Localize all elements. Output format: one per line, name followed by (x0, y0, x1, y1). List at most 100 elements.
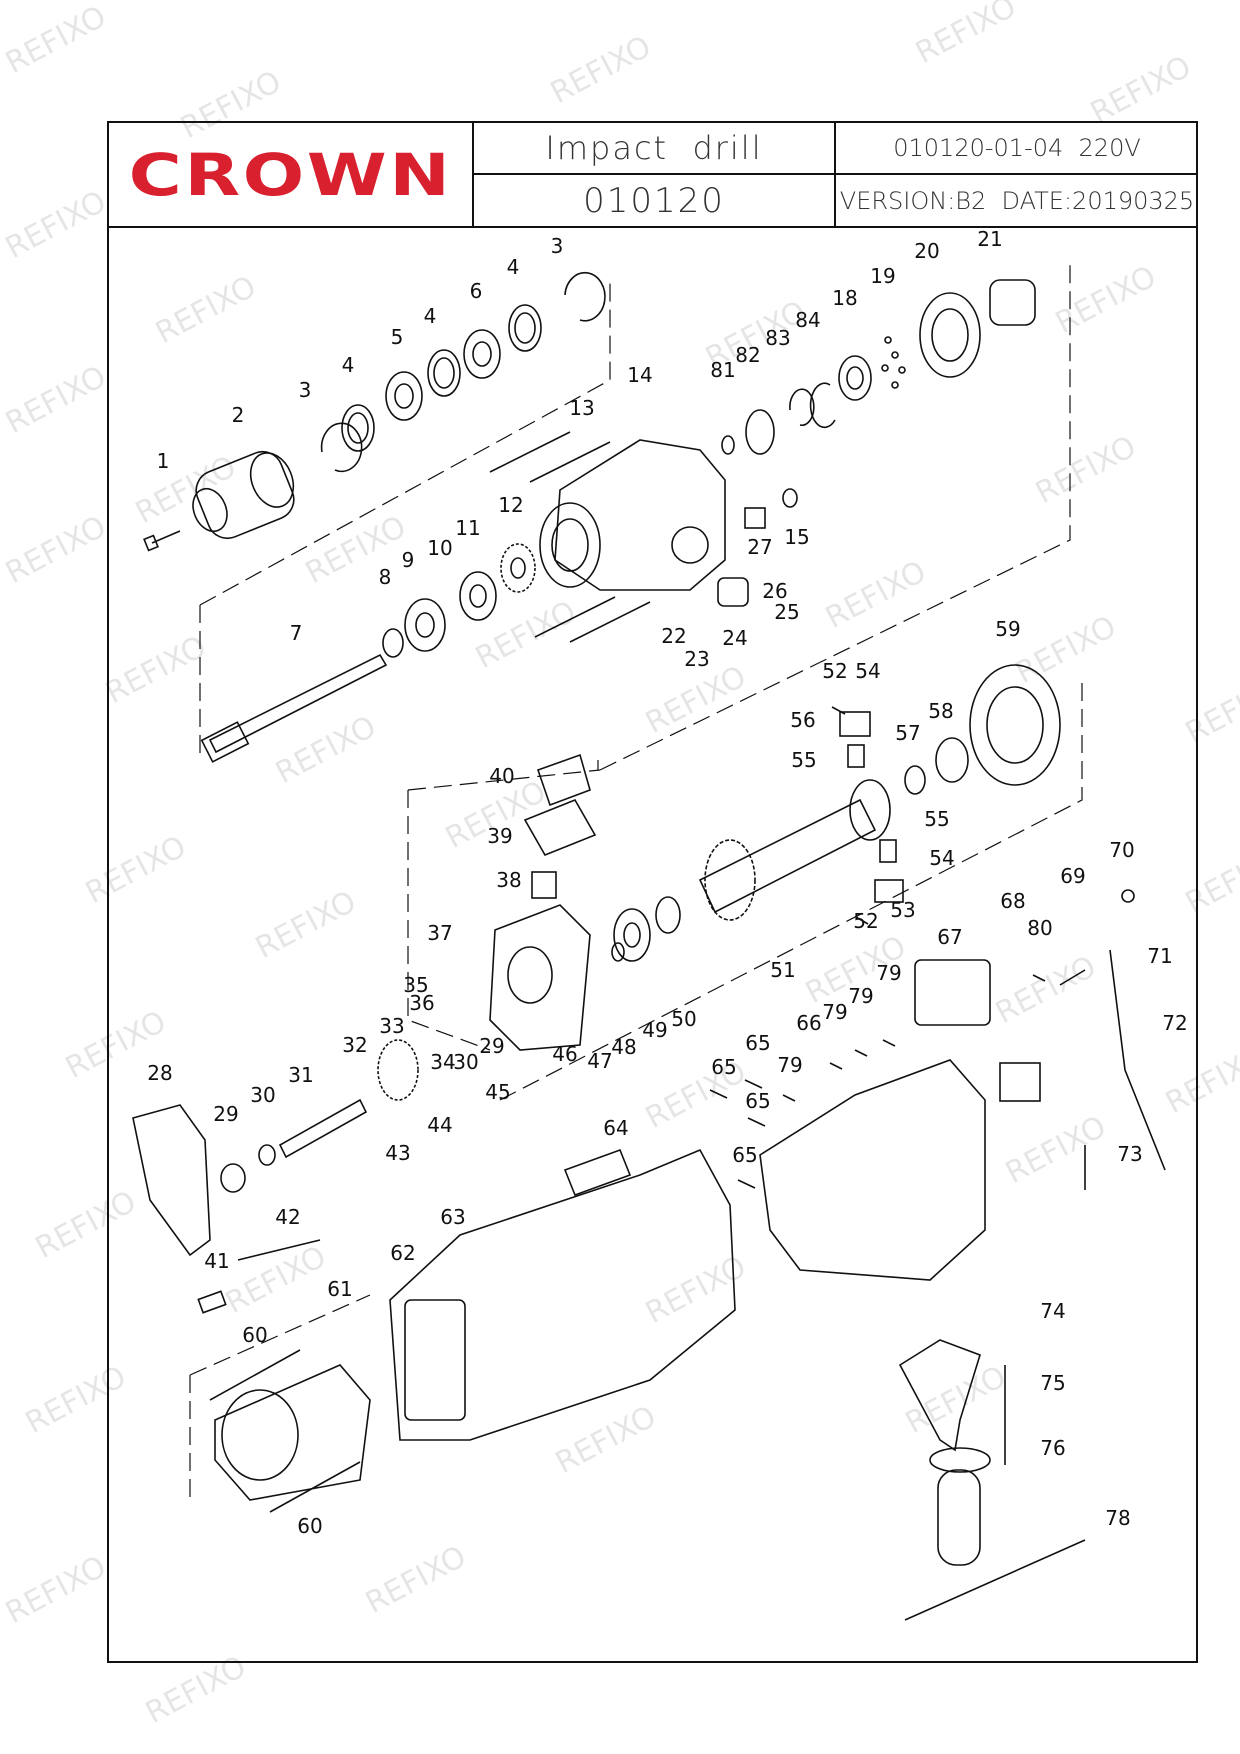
part-48-washer (611, 942, 625, 962)
callout-62: 62 (390, 1241, 415, 1265)
callout-79: 79 (822, 1000, 847, 1024)
callout-74: 74 (1040, 1299, 1065, 1323)
callout-57: 57 (895, 721, 920, 745)
callout-4: 4 (424, 304, 437, 328)
part-20-gear (919, 292, 981, 378)
callout-35: 35 (403, 973, 428, 997)
callout-19: 19 (870, 264, 895, 288)
callout-68: 68 (1000, 889, 1025, 913)
part-57-ring (904, 765, 926, 795)
callout-2: 2 (232, 403, 245, 427)
callout-78: 78 (1105, 1506, 1130, 1530)
callout-58: 58 (928, 699, 953, 723)
callout-6: 6 (470, 279, 483, 303)
callout-29: 29 (479, 1034, 504, 1058)
callout-37: 37 (427, 921, 452, 945)
callout-64: 64 (603, 1116, 628, 1140)
part-49-bearing (613, 908, 651, 962)
part-69-clamp (1059, 969, 1086, 986)
part-33-gear (377, 1039, 419, 1101)
callout-9: 9 (402, 548, 415, 572)
part-29-bushing (220, 1163, 246, 1193)
callout-31: 31 (288, 1063, 313, 1087)
part-38-holder (531, 871, 557, 899)
part-28-gasket (132, 1104, 211, 1257)
part-78-depth-gauge (904, 1539, 1086, 1621)
callout-24: 24 (722, 626, 747, 650)
part-3-circlip (320, 422, 363, 473)
callout-51: 51 (770, 958, 795, 982)
callout-61: 61 (327, 1277, 352, 1301)
callout-7: 7 (290, 621, 303, 645)
callout-12: 12 (498, 493, 523, 517)
part-4-washer-3 (508, 304, 542, 352)
callout-56: 56 (790, 708, 815, 732)
callout-14: 14 (627, 363, 652, 387)
callout-54: 54 (929, 846, 954, 870)
part-46-intermediate-plate (489, 904, 591, 1051)
part-30-washer (258, 1144, 276, 1166)
callout-67: 67 (937, 925, 962, 949)
callout-79: 79 (876, 961, 901, 985)
callout-28: 28 (147, 1061, 172, 1085)
callout-65: 65 (732, 1143, 757, 1167)
callout-55: 55 (791, 748, 816, 772)
callout-82: 82 (735, 343, 760, 367)
callout-83: 83 (765, 326, 790, 350)
part-3-circlip-2 (564, 271, 606, 322)
part-1-screw (143, 530, 181, 552)
callout-66: 66 (796, 1011, 821, 1035)
callout-60: 60 (242, 1323, 267, 1347)
callout-79: 79 (848, 984, 873, 1008)
callout-71: 71 (1147, 944, 1172, 968)
callout-33: 33 (379, 1014, 404, 1038)
callout-45: 45 (485, 1080, 510, 1104)
callout-41: 41 (204, 1249, 229, 1273)
callout-54: 54 (855, 659, 880, 683)
part-84-spring (809, 382, 836, 429)
doc-code: 010120-01-04 220V (893, 134, 1141, 162)
callout-4: 4 (342, 353, 355, 377)
part-6-bearing (463, 329, 501, 379)
callout-3: 3 (299, 378, 312, 402)
part-14-gear-housing (539, 439, 726, 591)
part-71-cable (1109, 949, 1166, 1171)
callout-26: 26 (762, 579, 787, 603)
part-5-bearing (385, 371, 423, 421)
part-53-brush-holder (874, 879, 904, 903)
callout-27: 27 (747, 535, 772, 559)
part-83-circlip (789, 388, 815, 427)
callout-76: 76 (1040, 1436, 1065, 1460)
callout-73: 73 (1117, 1142, 1142, 1166)
header-divider (109, 226, 1196, 228)
part-24-selector (717, 577, 749, 607)
callout-4: 4 (507, 255, 520, 279)
part-56-brush-holder (839, 711, 871, 737)
callout-70: 70 (1109, 838, 1134, 862)
callout-48: 48 (611, 1035, 636, 1059)
part-9-bearing (404, 598, 446, 652)
callout-23: 23 (684, 647, 709, 671)
product-name-cell: Impact drill (474, 123, 836, 175)
callout-52: 52 (822, 659, 847, 683)
part-drawings (132, 265, 1166, 1621)
callout-69: 69 (1060, 864, 1085, 888)
part-39-plate (523, 798, 597, 857)
product-name: Impact drill (545, 129, 763, 167)
callout-46: 46 (552, 1042, 577, 1066)
callout-75: 75 (1040, 1371, 1065, 1395)
part-70-nut (1121, 889, 1135, 903)
doc-code-cell: 010120-01-04 220V (836, 123, 1198, 175)
part-7-spindle (200, 653, 388, 763)
callout-11: 11 (455, 516, 480, 540)
part-2-chuck (192, 450, 295, 540)
part-50-ring (655, 896, 681, 934)
callout-60: 60 (297, 1514, 322, 1538)
part-51-armature (698, 779, 891, 921)
callout-81: 81 (710, 358, 735, 382)
part-21-clutch (989, 279, 1036, 326)
part-62-motor-housing (389, 1148, 736, 1441)
part-67-switch (914, 959, 991, 1026)
